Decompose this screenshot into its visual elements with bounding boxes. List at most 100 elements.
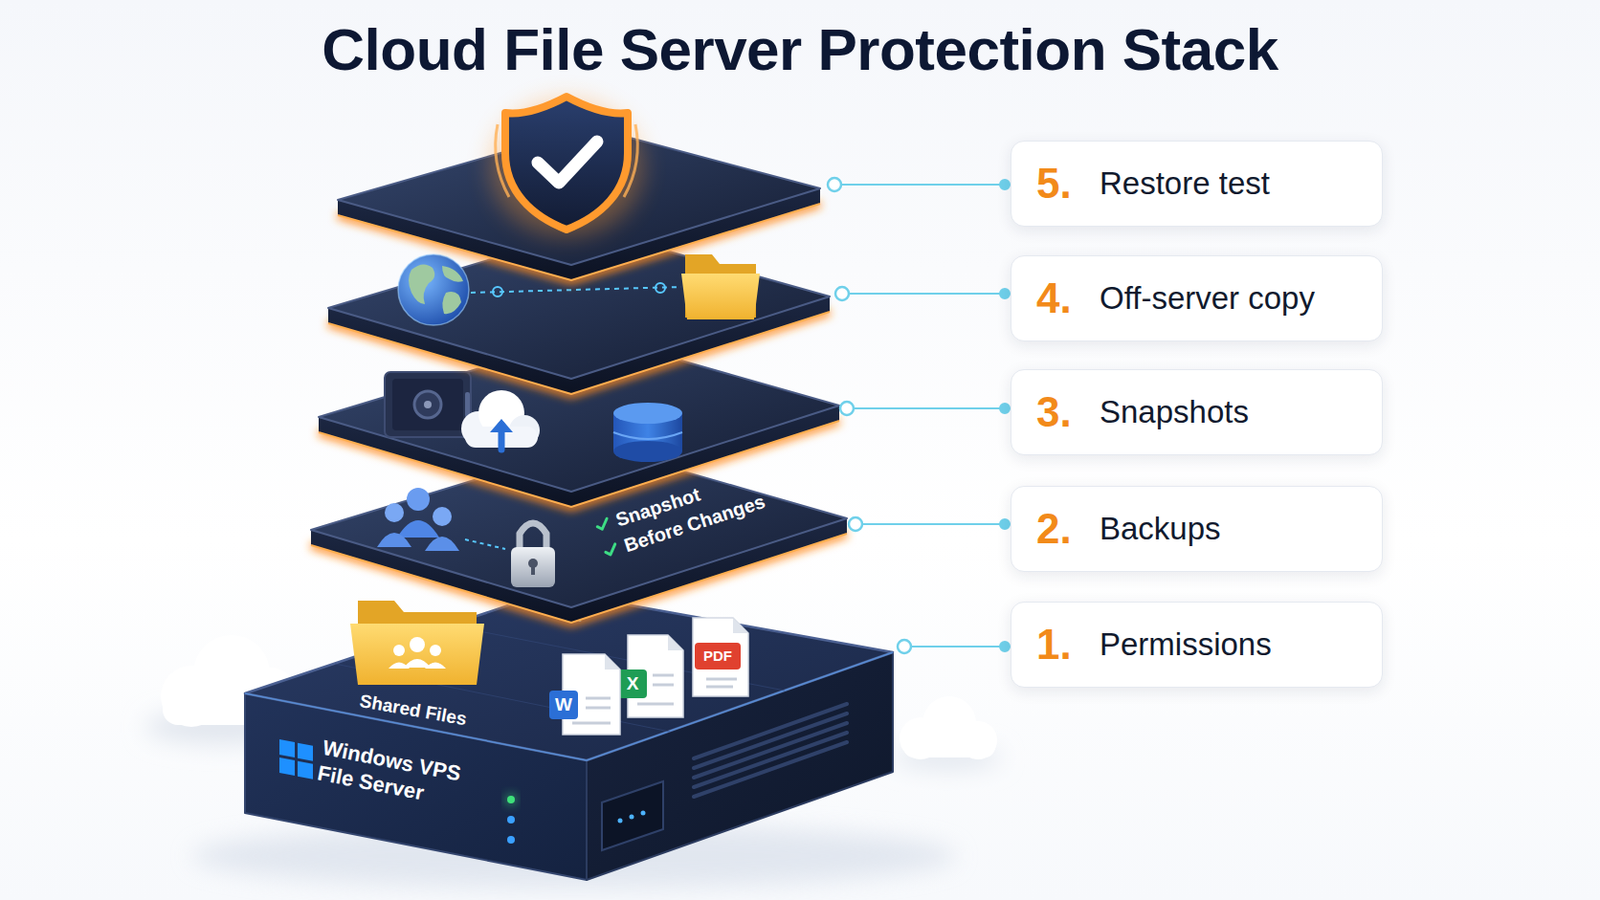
padlock-icon	[519, 523, 547, 550]
database-icon	[613, 402, 683, 463]
vent-slats	[693, 733, 847, 788]
step-label: Off-server copy	[1099, 280, 1315, 317]
step-label: Snapshots	[1099, 394, 1249, 431]
database-icon	[613, 432, 683, 440]
step-number: 1.	[1036, 621, 1100, 669]
leader-lines	[827, 177, 1010, 654]
drive-bay	[618, 819, 623, 824]
diagram-title: Cloud File Server Protection Stack	[0, 13, 1600, 87]
safe-icon	[465, 392, 470, 418]
shield-icon	[537, 141, 598, 183]
status-leds	[507, 816, 515, 824]
step-number: 3.	[1036, 388, 1100, 437]
people-icon	[377, 488, 460, 552]
windows-logo	[297, 743, 313, 762]
leader-lines	[911, 645, 1005, 648]
drive-bay	[641, 811, 646, 817]
document-icons	[585, 697, 611, 701]
people-icon	[397, 520, 440, 538]
step-box: 5.Restore test	[1010, 140, 1383, 227]
globe-icon	[398, 254, 469, 326]
globe-icon	[398, 254, 469, 326]
step-number: 2.	[1036, 505, 1100, 554]
check-mark	[603, 544, 618, 556]
cloud-upload-icon	[489, 419, 513, 433]
shield-icon	[505, 96, 628, 230]
shared-folder-icon	[409, 637, 425, 653]
padlock-icon	[531, 564, 535, 576]
people-icon	[406, 488, 430, 512]
step-number: 4.	[1036, 274, 1100, 323]
safe-icon	[384, 372, 471, 438]
leader-lines	[827, 177, 842, 192]
safe-icon	[392, 378, 464, 431]
icon-letter: X	[618, 669, 647, 699]
leader-lines	[1000, 403, 1010, 414]
network-link	[655, 283, 666, 293]
leader-lines	[841, 183, 1005, 186]
windows-logo	[279, 739, 313, 780]
dash-link	[465, 539, 506, 550]
leader-lines	[1000, 179, 1010, 190]
check-mark	[596, 518, 610, 531]
leader-lines	[848, 292, 1005, 295]
vent-slats	[693, 704, 847, 798]
leader-lines	[848, 517, 863, 532]
leader-lines	[1000, 288, 1010, 299]
safe-icon	[423, 400, 432, 409]
people-icon	[432, 507, 452, 527]
step-label: Restore test	[1099, 165, 1270, 202]
document-icons	[652, 674, 674, 678]
status-leds	[507, 836, 515, 845]
leader-lines	[853, 407, 1005, 410]
drive-bay	[601, 781, 664, 851]
leader-lines	[840, 401, 854, 416]
leader-lines	[897, 640, 912, 654]
cloud-right	[893, 696, 1001, 770]
step-label: Permissions	[1099, 626, 1272, 664]
windows-logo	[279, 739, 295, 758]
document-icons	[549, 618, 749, 735]
shared-folder-icon	[424, 663, 446, 670]
document-icons	[692, 618, 749, 697]
windows-logo	[297, 761, 313, 780]
leader-lines	[1000, 519, 1010, 530]
check-mark	[601, 540, 622, 560]
safe-icon	[414, 391, 442, 419]
document-icons	[604, 654, 621, 670]
globe-icon	[408, 264, 435, 305]
globe-icon	[442, 266, 464, 283]
leader-lines	[862, 523, 1005, 526]
icon-letter: PDF	[694, 643, 741, 670]
safe-icon	[384, 372, 471, 438]
database-icon	[613, 441, 683, 463]
database-icon	[613, 402, 683, 424]
step-box: 4.Off-server copy	[1010, 255, 1383, 342]
document-icons	[652, 684, 674, 688]
globe-icon	[442, 291, 462, 314]
vent-slats	[693, 742, 847, 798]
cloud-upload-icon	[461, 390, 540, 450]
status-leds	[504, 793, 518, 807]
leader-lines	[835, 287, 849, 301]
shared-folder-icon	[350, 623, 485, 686]
step-box: 3.Snapshots	[1010, 369, 1383, 456]
drive-bay	[601, 781, 664, 851]
server-base	[244, 591, 893, 881]
step-box: 1.Permissions	[1010, 601, 1383, 689]
shared-folder-icon	[350, 600, 485, 686]
drive-bay	[629, 815, 635, 821]
people-icon	[424, 536, 460, 552]
document-icons	[733, 618, 749, 634]
document-icons	[706, 678, 737, 682]
padlock-icon	[511, 547, 556, 588]
folder-icon	[681, 273, 760, 320]
document-icons	[667, 635, 684, 651]
network-link	[470, 283, 682, 297]
folder-icon	[681, 254, 760, 320]
windows-logo	[279, 757, 295, 777]
status-leds	[504, 793, 518, 845]
step-box: 2.Backups	[1010, 486, 1383, 573]
document-icons	[572, 722, 611, 726]
shield-icon	[489, 96, 644, 237]
